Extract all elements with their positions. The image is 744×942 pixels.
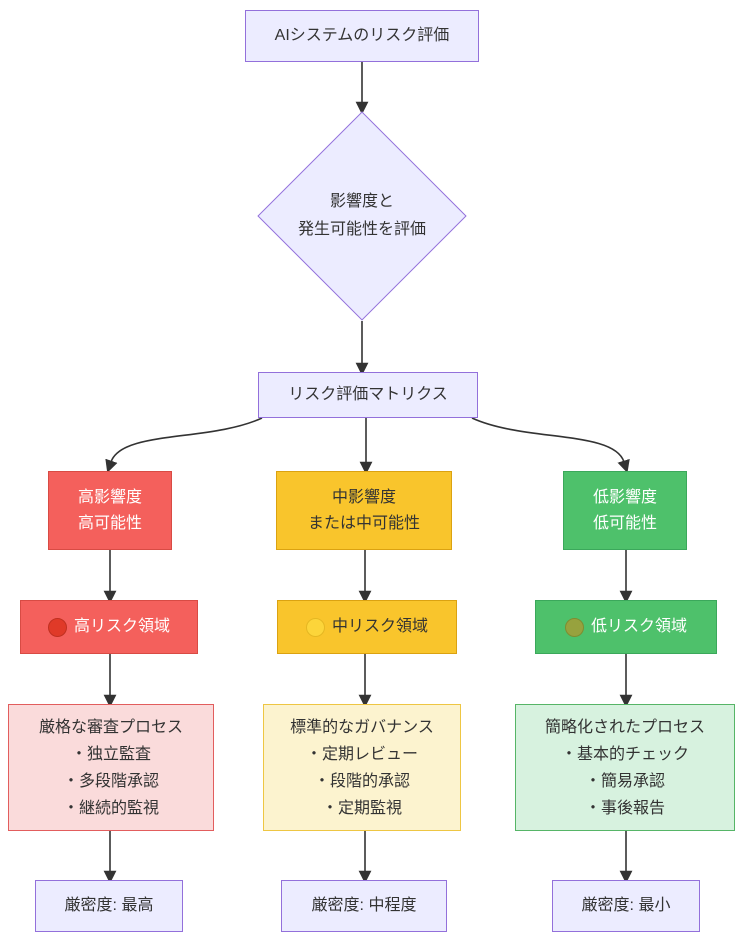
process-node-high: 厳格な審査プロセス ・独立監査 ・多段階承認 ・継続的監視 — [8, 704, 214, 831]
root-node: AIシステムのリスク評価 — [245, 10, 479, 62]
rigor-low-label: 厳密度: 最小 — [581, 897, 671, 914]
risk-zone-low-label: 低リスク領域 — [590, 618, 687, 635]
rigor-node-high: 厳密度: 最高 — [35, 880, 183, 932]
condition-node-medium: 中影響度 または中可能性 — [276, 471, 452, 550]
root-node-label: AIシステムのリスク評価 — [274, 27, 450, 44]
process-medium-title: 標準的なガバナンス — [290, 718, 434, 736]
condition-high-line1: 高影響度 — [77, 488, 142, 506]
matrix-node-label: リスク評価マトリクス — [288, 386, 448, 403]
rigor-medium-label: 厳密度: 中程度 — [311, 897, 417, 914]
condition-medium-line1: 中影響度 — [331, 488, 396, 506]
rigor-node-low: 厳密度: 最小 — [552, 880, 700, 932]
process-low-title: 簡略化されたプロセス — [544, 718, 705, 736]
process-medium-item: ・定期監視 — [321, 799, 402, 817]
process-low-item: ・簡易承認 — [584, 772, 665, 790]
process-low-item: ・事後報告 — [584, 799, 665, 817]
condition-node-high: 高影響度 高可能性 — [48, 471, 172, 550]
condition-node-low: 低影響度 低可能性 — [563, 471, 687, 550]
risk-zone-node-low: 低リスク領域 — [535, 600, 717, 654]
condition-low-line1: 低影響度 — [592, 488, 657, 506]
risk-zone-node-high: 高リスク領域 — [20, 600, 198, 654]
process-node-medium: 標準的なガバナンス ・定期レビュー ・段階的承認 ・定期監視 — [263, 704, 461, 831]
process-high-item: ・継続的監視 — [62, 799, 159, 817]
process-node-low: 簡略化されたプロセス ・基本的チェック ・簡易承認 ・事後報告 — [515, 704, 735, 831]
rigor-node-medium: 厳密度: 中程度 — [281, 880, 447, 932]
process-high-title: 厳格な審査プロセス — [38, 718, 183, 736]
process-high-item: ・独立監査 — [70, 745, 151, 763]
decision-node-label-line1: 影響度と — [329, 193, 394, 210]
process-medium-item: ・段階的承認 — [313, 772, 410, 790]
process-medium-item: ・定期レビュー — [305, 745, 418, 763]
matrix-node: リスク評価マトリクス — [258, 372, 478, 418]
condition-high-line2: 高可能性 — [77, 514, 142, 532]
risk-zone-node-medium: 中リスク領域 — [277, 600, 457, 654]
decision-node: 影響度と 発生可能性を評価 — [262, 116, 462, 316]
decision-node-label-line2: 発生可能性を評価 — [297, 221, 426, 238]
condition-low-line2: 低可能性 — [592, 514, 657, 532]
red-circle-icon — [47, 617, 67, 637]
process-high-item: ・多段階承認 — [62, 772, 159, 790]
rigor-high-label: 厳密度: 最高 — [64, 897, 154, 914]
condition-medium-line2: または中可能性 — [307, 514, 420, 532]
green-circle-icon — [564, 617, 584, 637]
risk-zone-high-label: 高リスク領域 — [73, 618, 170, 635]
process-low-item: ・基本的チェック — [560, 745, 689, 763]
risk-zone-medium-label: 中リスク領域 — [331, 618, 428, 635]
yellow-circle-icon — [305, 617, 325, 637]
